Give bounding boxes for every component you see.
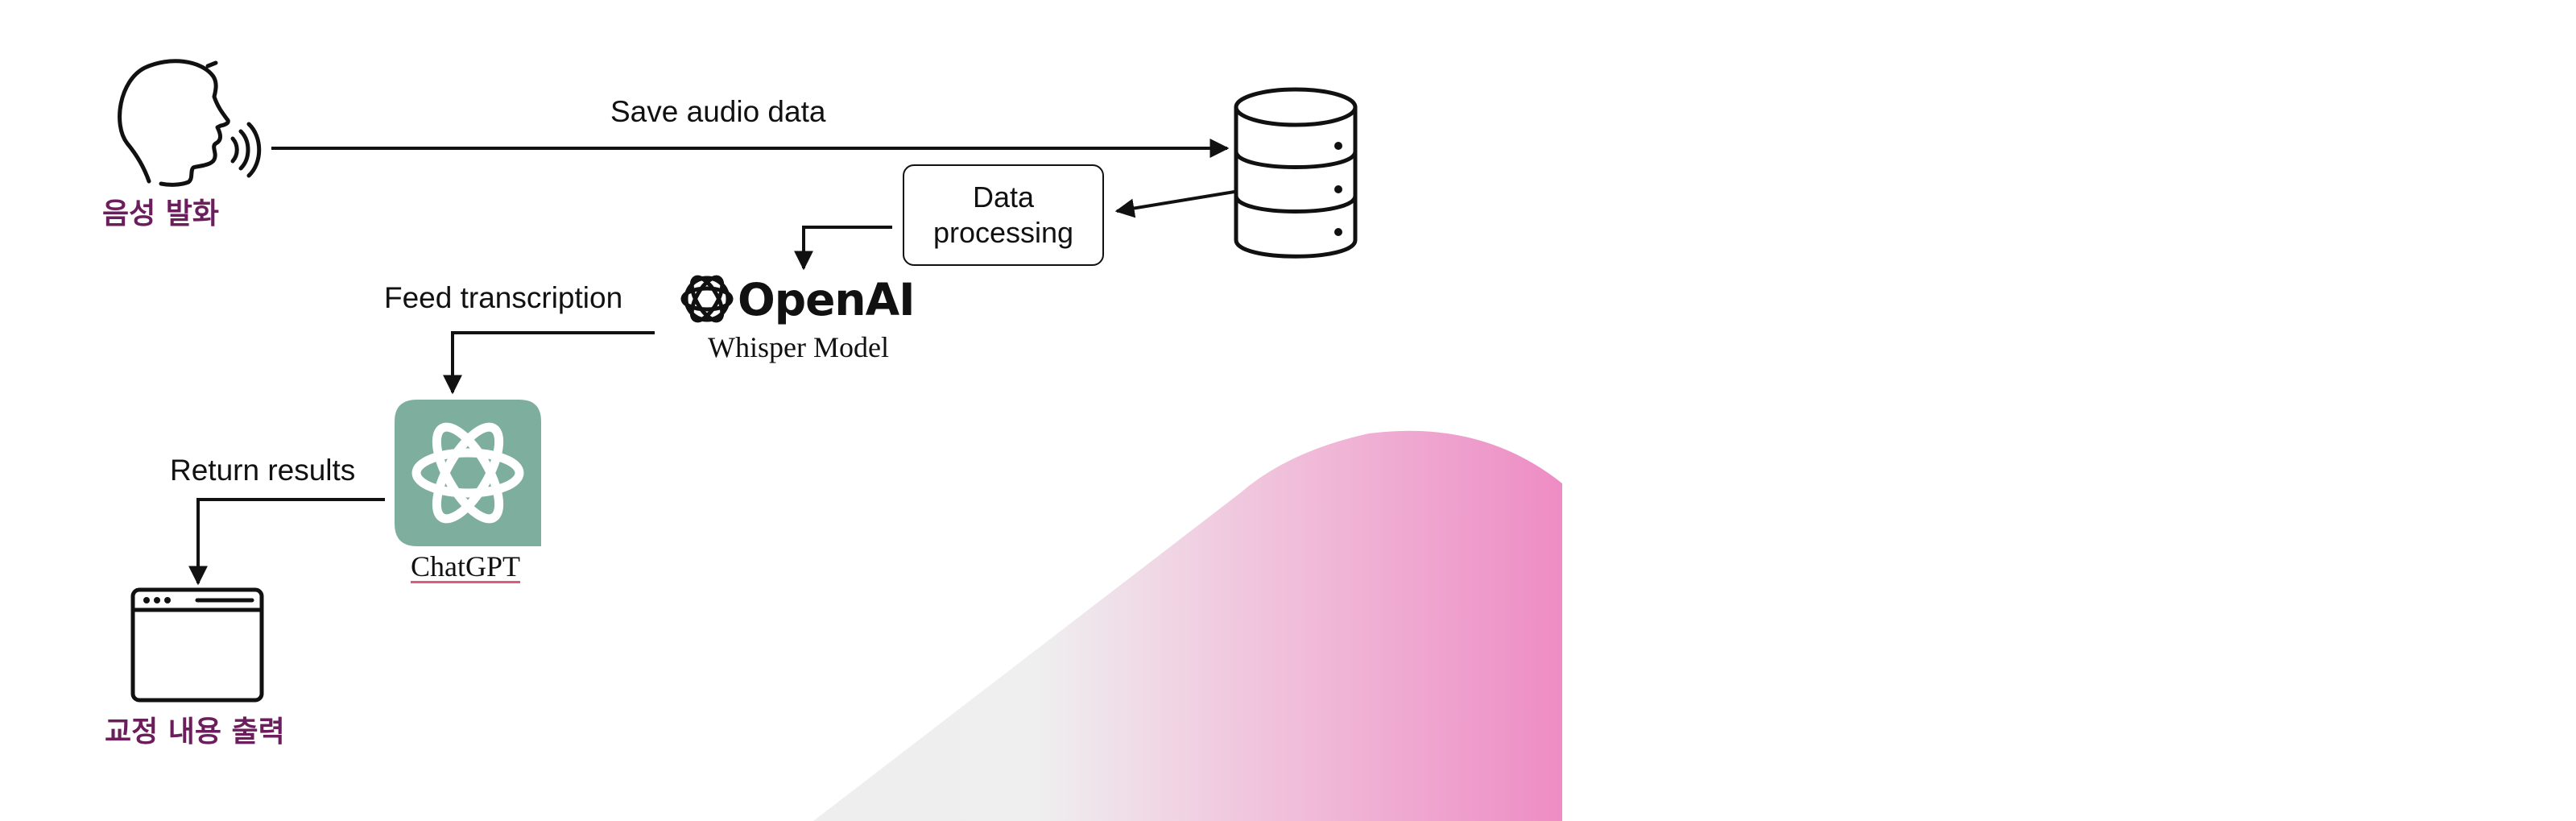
processing-in-arrow [1114, 190, 1235, 218]
data-processing-label: Data processing [932, 180, 1074, 249]
background-gradient-blob [813, 430, 1562, 821]
feed-transcription-arrow [443, 331, 655, 395]
whisper-model-label: Whisper Model [708, 331, 889, 363]
browser-window-icon [130, 587, 264, 703]
speaking-head-icon [118, 59, 262, 187]
output-label: 교정 내용 출력 [105, 715, 285, 748]
speech-label: 음성 발화 [102, 197, 220, 230]
openai-brand-label: OpenAI [738, 274, 916, 325]
return-results-label: Return results [170, 454, 356, 487]
chatgpt-label: ChatGPT [411, 550, 521, 583]
chatgpt-logo-icon [395, 400, 541, 546]
save-audio-label: Save audio data [610, 95, 826, 128]
data-processing-box: Data processing [903, 164, 1104, 266]
feed-transcription-label: Feed transcription [384, 281, 623, 314]
openai-logo-icon [680, 275, 734, 323]
database-icon [1234, 87, 1358, 259]
return-results-arrow [188, 498, 385, 586]
processing-out-arrow [794, 226, 892, 271]
